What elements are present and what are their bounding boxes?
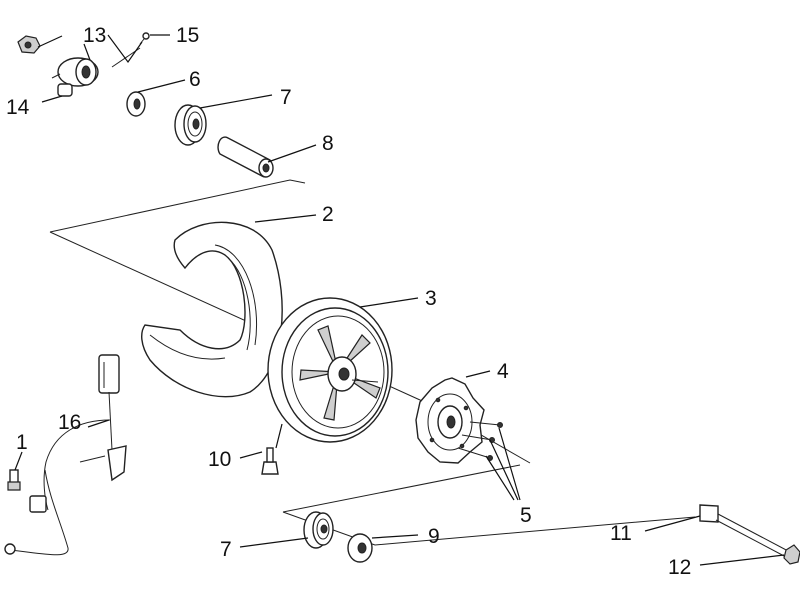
part-spacer-8 [217, 136, 274, 178]
part-bolt-1 [7, 469, 21, 491]
label-7-lower: 7 [220, 538, 232, 561]
part-washer-6 [126, 91, 146, 117]
label-3: 3 [425, 287, 437, 310]
part-axle-nut-13 [17, 35, 41, 54]
label-16: 16 [58, 411, 81, 434]
part-disc-bolts-5 [457, 421, 503, 461]
label-15: 15 [176, 24, 199, 47]
part-bearing-7-upper [174, 104, 207, 146]
label-11: 11 [610, 522, 632, 545]
part-collar-9 [347, 533, 373, 563]
callout-labels: 13 15 14 6 7 8 2 3 4 5 10 7 9 11 12 16 1 [6, 24, 691, 579]
label-13: 13 [83, 24, 106, 47]
part-speedo-drive-14 [51, 57, 99, 97]
label-12: 12 [668, 556, 691, 579]
part-wheel-rim-3 [267, 297, 393, 443]
label-9: 9 [428, 525, 440, 548]
label-2: 2 [322, 203, 334, 226]
leader-lines [14, 34, 785, 566]
label-10: 10 [208, 448, 231, 471]
label-8: 8 [322, 132, 334, 155]
label-7-upper: 7 [280, 86, 292, 109]
label-4: 4 [497, 360, 509, 383]
part-axle-nut-12 [783, 544, 800, 565]
label-5: 5 [520, 504, 532, 527]
part-screw-15 [139, 32, 150, 45]
part-axle-11 [699, 504, 791, 558]
part-valve-10 [261, 447, 279, 475]
part-bearing-7-lower [303, 511, 334, 549]
label-14: 14 [6, 96, 30, 119]
part-brake-disc-4 [415, 377, 485, 464]
label-1: 1 [16, 431, 28, 454]
assembly-axis-lines [49, 47, 696, 546]
part-tire-2 [141, 221, 283, 398]
part-speedo-cable-16 [4, 354, 127, 556]
label-6: 6 [189, 68, 201, 91]
